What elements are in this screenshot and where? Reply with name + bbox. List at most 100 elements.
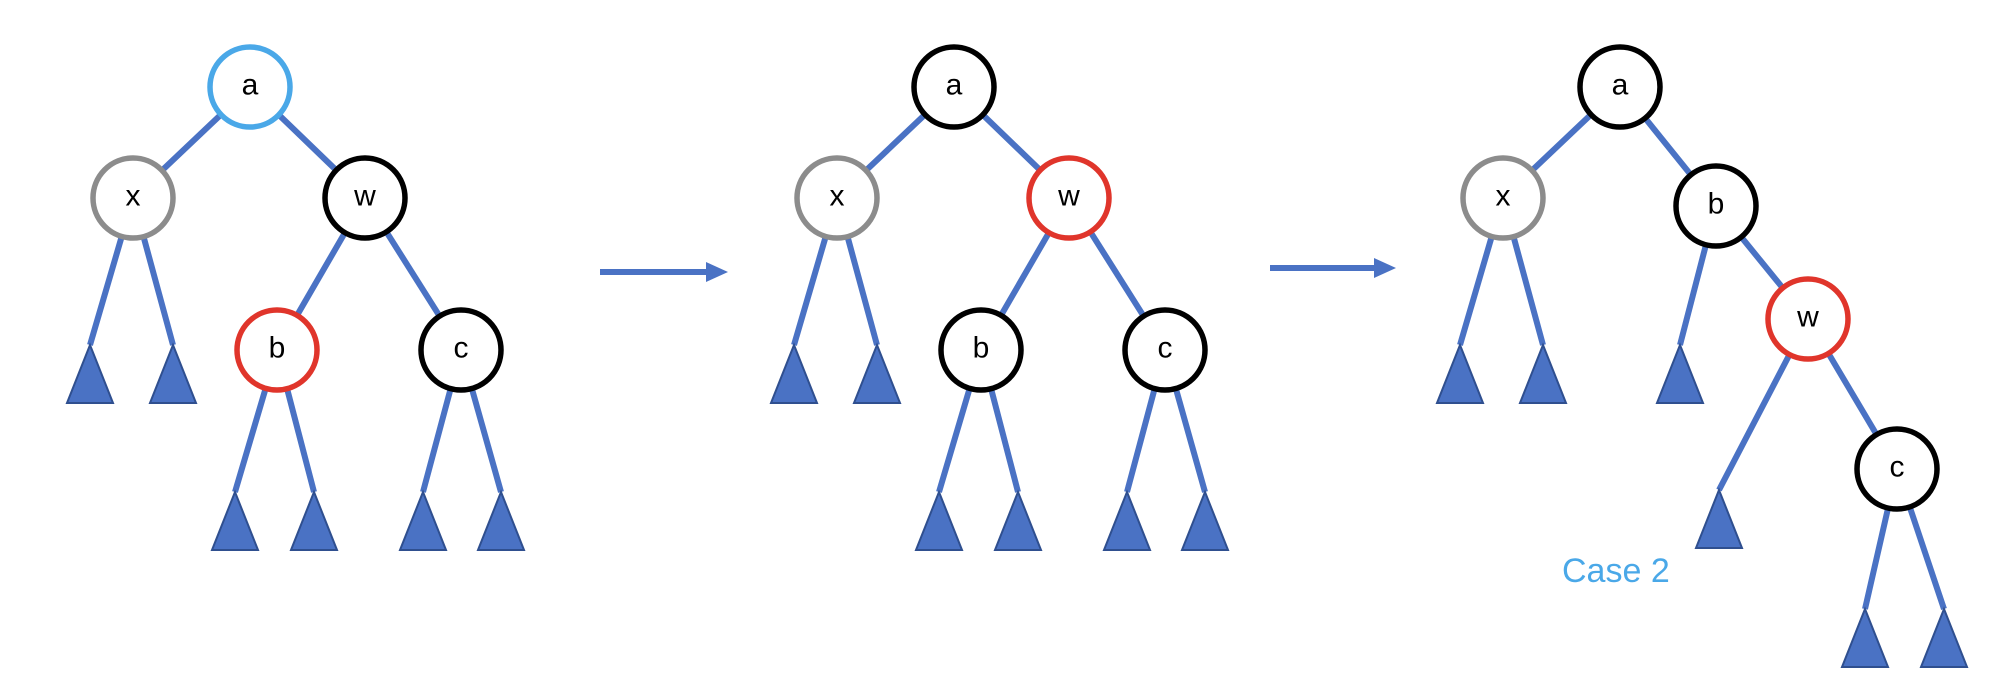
tree-3-subtree-triangle <box>1919 606 1969 668</box>
tree-1-edge-w-c <box>383 230 443 318</box>
tree-1-node-b-circle <box>234 307 320 393</box>
tree-2-node-w-label: w <box>1057 180 1080 213</box>
tree-1-edge-a-w <box>276 112 339 173</box>
tree-1-node-x-circle <box>90 155 176 241</box>
tree-2-node-a: a <box>911 44 997 130</box>
subtree-triangles <box>65 342 1969 668</box>
tree-1-node-b: b <box>234 307 320 393</box>
tree-1-node-w: w <box>322 155 408 241</box>
tree-1-edge-b-subtree-2 <box>284 387 317 493</box>
case-label: Case 2 <box>1562 552 1670 590</box>
tree-2-edge-a-x <box>863 112 928 173</box>
tree-1-edge-x-subtree-2 <box>140 235 176 346</box>
tree-1-edge-c-subtree-2 <box>468 387 504 493</box>
tree-2-node-c: c <box>1122 307 1208 393</box>
tree-3-node-x: x <box>1460 155 1546 241</box>
tree-1-node-c-circle <box>418 307 504 393</box>
tree-3-edge-w-subtree-1 <box>1716 353 1793 492</box>
tree-1-node-a-label: a <box>242 69 259 102</box>
tree-3-subtree-triangle <box>1435 342 1485 404</box>
tree-1-subtree-triangle <box>476 489 526 551</box>
tree-2-edge-w-b <box>998 231 1052 317</box>
tree-2-node-x: x <box>794 155 880 241</box>
tree-1-subtree-triangle <box>398 489 448 551</box>
tree-2-edge-w-c <box>1087 230 1147 318</box>
tree-1-node-w-label: w <box>353 180 376 213</box>
tree-3-edge-a-b <box>1642 116 1694 177</box>
tree-1-edge-c-subtree-1 <box>420 387 454 493</box>
tree-1-subtree-triangle <box>289 489 339 551</box>
tree-1-node-w-circle <box>322 155 408 241</box>
tree-3-subtree-triangle <box>1840 606 1890 668</box>
tree-2-node-x-circle <box>794 155 880 241</box>
tree-3-node-w-circle <box>1765 276 1851 362</box>
tree-2-edge-c-subtree-2 <box>1172 387 1208 493</box>
tree-1-edge-w-b <box>294 231 348 317</box>
tree-1-node-x-label: x <box>126 180 141 213</box>
tree-2-edge-x-subtree-1 <box>791 235 829 346</box>
tree-3-node-b-circle <box>1673 163 1759 249</box>
tree-2-edge-c-subtree-1 <box>1124 387 1158 493</box>
tree-1-edge-a-x <box>159 112 224 173</box>
tree-3-edge-b-subtree-1 <box>1677 243 1709 346</box>
tree-3-node-a-label: a <box>1612 69 1629 102</box>
tree-1-edge-x-subtree-1 <box>87 235 125 346</box>
tree-2-node-c-circle <box>1122 307 1208 393</box>
tree-2-node-a-label: a <box>946 69 963 102</box>
tree-2-node-w: w <box>1026 155 1112 241</box>
tree-1-edge-b-subtree-1 <box>232 387 269 493</box>
tree-3-node-w-label: w <box>1796 301 1819 334</box>
tree-2-subtree-triangle <box>993 489 1043 551</box>
tree-3-edge-x-subtree-2 <box>1510 235 1546 346</box>
tree-2-node-x-label: x <box>830 180 845 213</box>
tree-3-edge-a-x <box>1529 112 1594 173</box>
tree-2-node-a-circle <box>911 44 997 130</box>
tree-2-subtree-triangle <box>1180 489 1230 551</box>
tree-2-node-b: b <box>938 307 1024 393</box>
tree-2-edge-b-subtree-1 <box>936 387 973 493</box>
tree-2-node-b-label: b <box>973 332 990 365</box>
tree-3-subtree-triangle <box>1694 487 1744 549</box>
tree-3-node-c-label: c <box>1890 451 1905 484</box>
tree-3-edge-c-subtree-1 <box>1862 507 1892 610</box>
tree-2-edge-x-subtree-2 <box>844 235 880 346</box>
tree-1-node-c: c <box>418 307 504 393</box>
tree-2-edge-b-subtree-2 <box>988 387 1021 493</box>
tree-1-node-c-label: c <box>454 332 469 365</box>
tree-2-node-b-circle <box>938 307 1024 393</box>
tree-1-subtree-triangle <box>148 342 198 404</box>
tree-3-subtree-triangle <box>1518 342 1568 404</box>
tree-1-subtree-triangle <box>65 342 115 404</box>
tree-3-node-c: c <box>1854 426 1940 512</box>
transition-arrow-2 <box>1270 258 1396 278</box>
tree-1-subtree-triangle <box>210 489 260 551</box>
tree-2-node-c-label: c <box>1158 332 1173 365</box>
tree-3-node-a-circle <box>1577 44 1663 130</box>
tree-1-node-x: x <box>90 155 176 241</box>
transition-arrow-1 <box>600 262 728 282</box>
tree-nodes: a x w b c a x w b c a x b w c <box>90 44 1940 512</box>
tree-3-node-a: a <box>1577 44 1663 130</box>
tree-3-edge-x-subtree-1 <box>1457 235 1495 346</box>
tree-2-subtree-triangle <box>769 342 819 404</box>
tree-2-node-w-circle <box>1026 155 1112 241</box>
tree-3-node-x-circle <box>1460 155 1546 241</box>
tree-3-edge-b-w <box>1738 235 1786 290</box>
tree-3-node-x-label: x <box>1496 180 1511 213</box>
tree-2-subtree-triangle <box>852 342 902 404</box>
tree-2-edge-a-w <box>980 112 1043 173</box>
tree-1-node-b-label: b <box>269 332 286 365</box>
tree-2-subtree-triangle <box>1102 489 1152 551</box>
tree-edges <box>87 112 1947 610</box>
tree-3-node-w: w <box>1765 276 1851 362</box>
tree-3-edge-c-subtree-2 <box>1906 505 1947 610</box>
tree-3-node-b: b <box>1673 163 1759 249</box>
tree-3-node-c-circle <box>1854 426 1940 512</box>
tree-3-node-b-label: b <box>1708 188 1725 221</box>
tree-2-subtree-triangle <box>914 489 964 551</box>
tree-1-node-a: a <box>207 44 293 130</box>
tree-1-node-a-circle <box>207 44 293 130</box>
tree-3-subtree-triangle <box>1655 342 1705 404</box>
tree-3-edge-w-c <box>1825 351 1880 437</box>
